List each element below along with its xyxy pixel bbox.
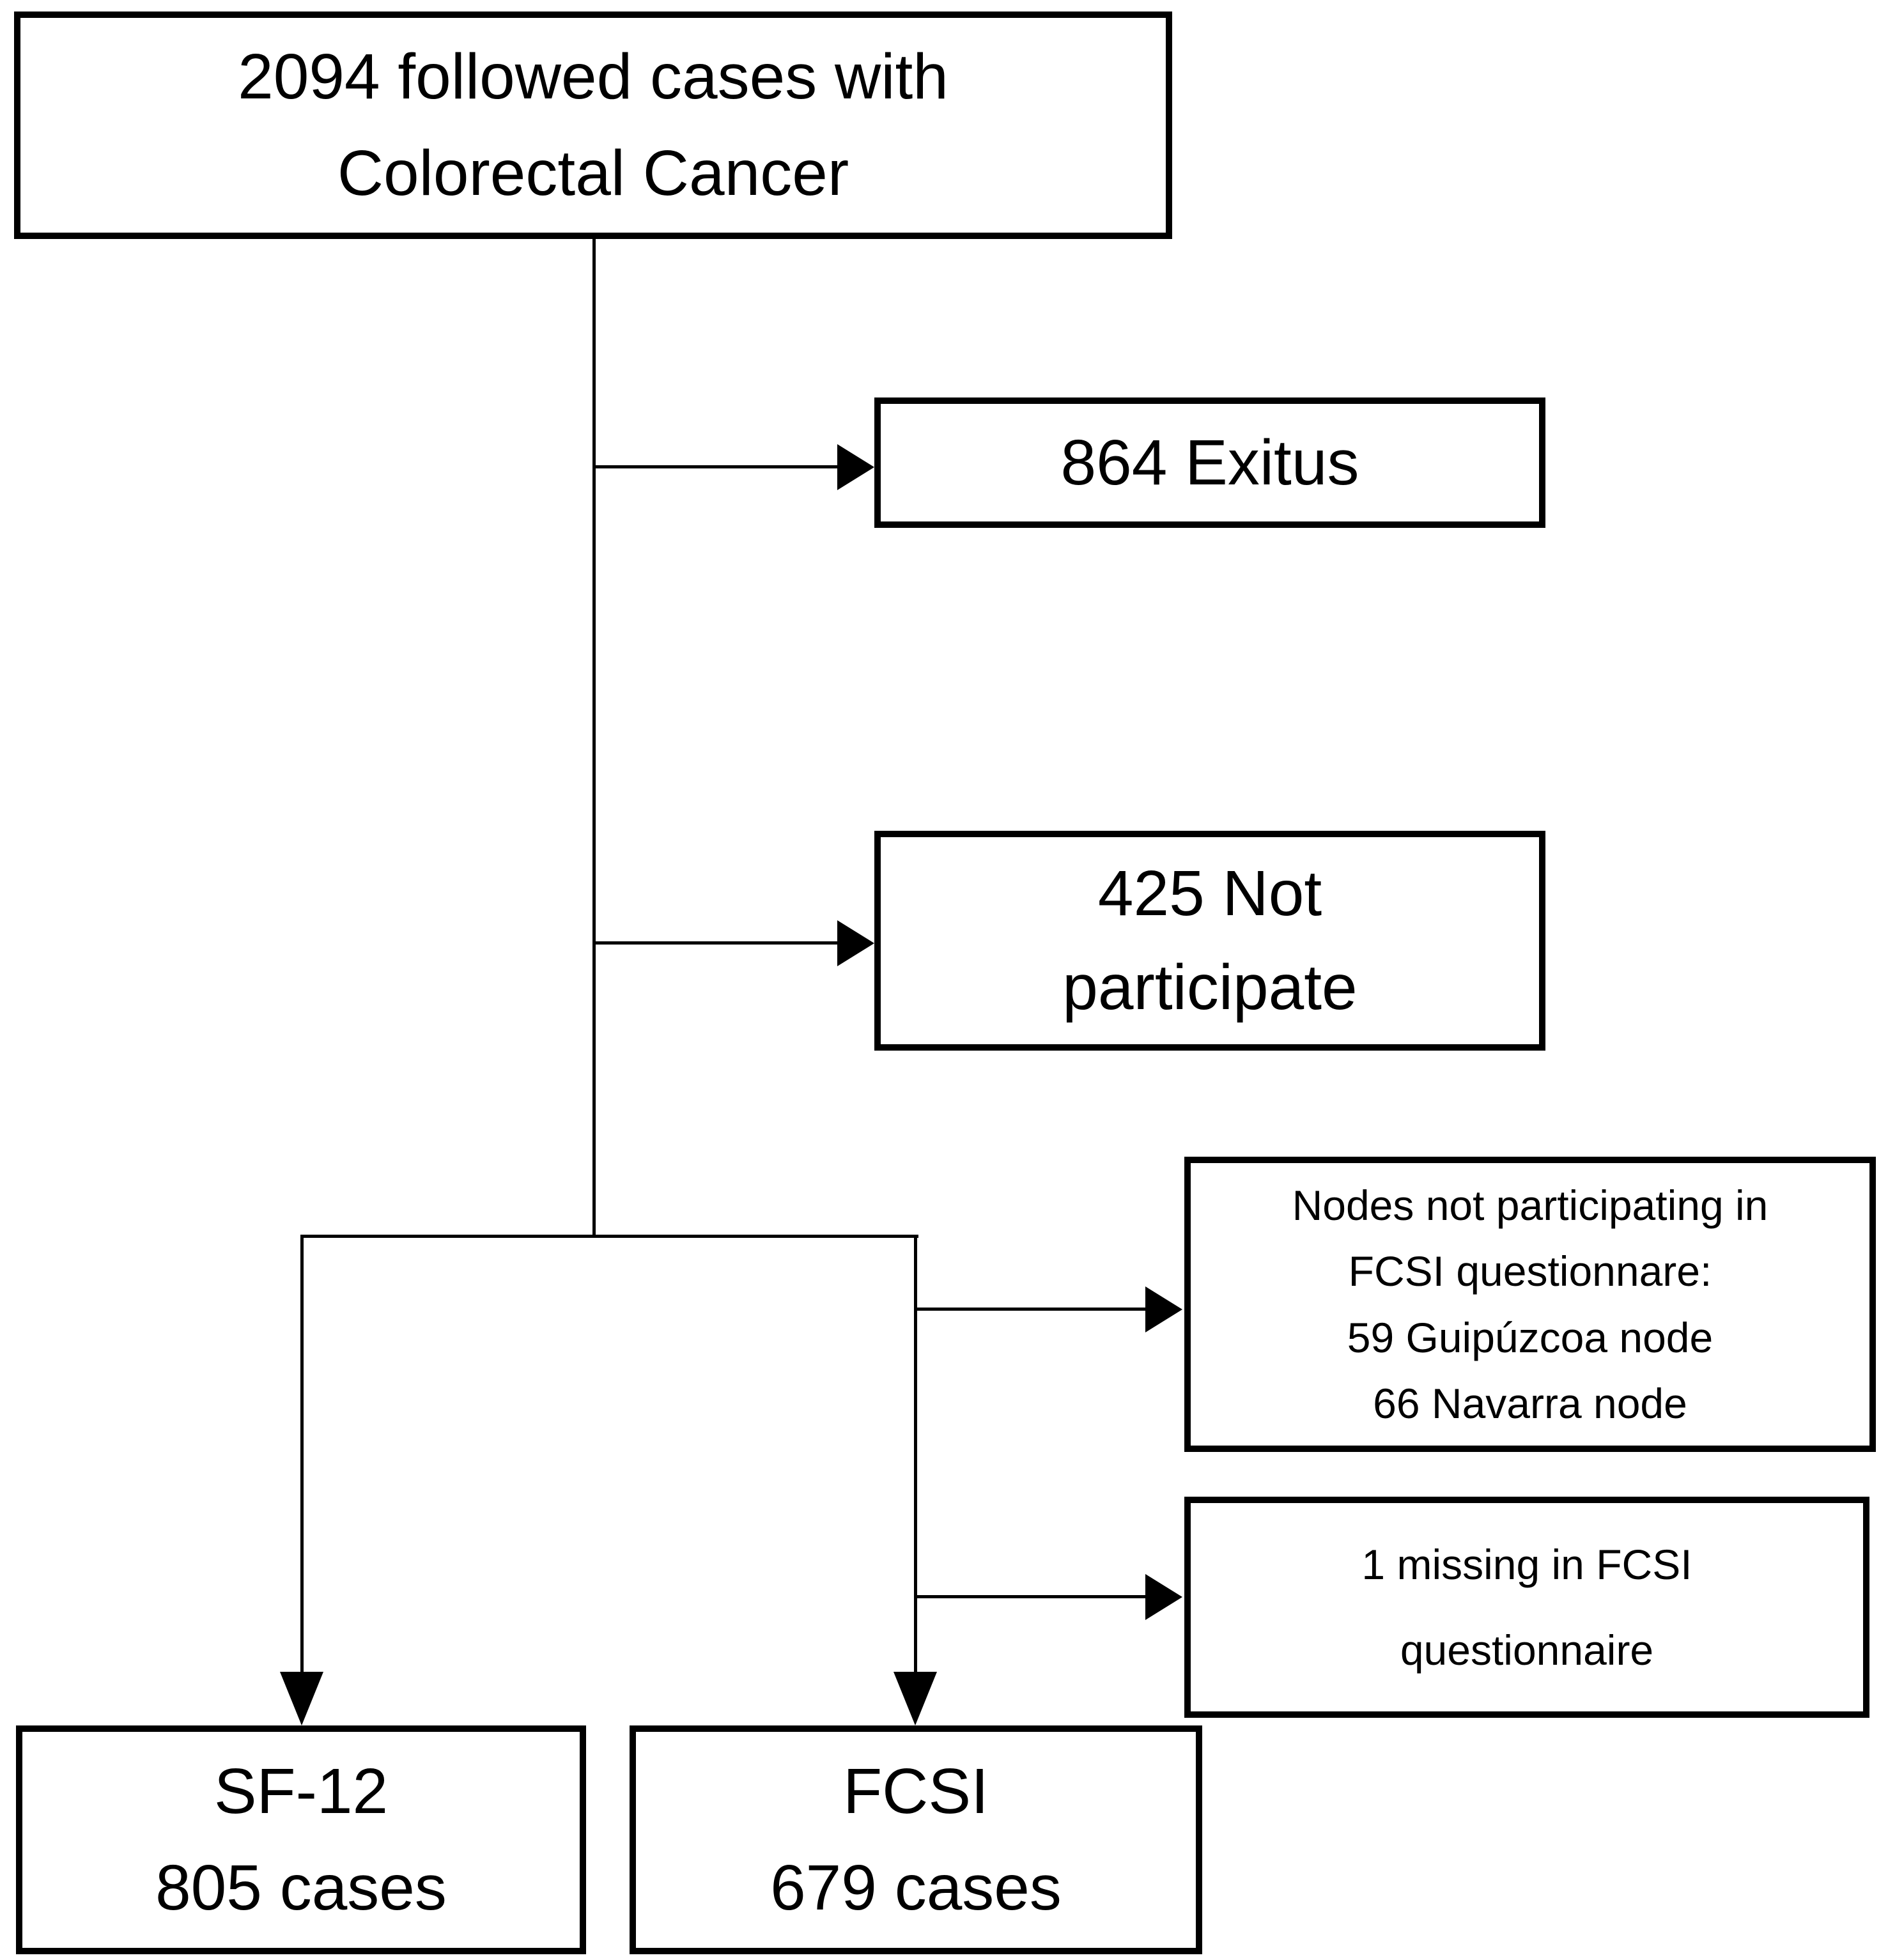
connector-to-exitus — [594, 465, 840, 468]
top-box-followed-cases: 2094 followed cases with Colorectal Canc… — [14, 12, 1172, 239]
connector-to-not-participate — [594, 941, 840, 945]
arrowhead-down-sf12-icon — [280, 1672, 323, 1725]
exitus-box-text: 864 Exitus — [1060, 426, 1359, 498]
missing-fcsi-box: 1 missing in FCSI questionnaire — [1184, 1497, 1869, 1718]
missing-box-text-line1: 1 missing in FCSI — [1361, 1541, 1692, 1588]
not-participate-text-line2: participate — [1062, 951, 1358, 1023]
sf12-box-text-line2: 805 cases — [155, 1852, 447, 1924]
nodes-box-text-line4: 66 Navarra node — [1373, 1380, 1687, 1428]
connector-left-branch — [300, 1235, 304, 1674]
nodes-box-text-line1: Nodes not participating in — [1292, 1181, 1768, 1229]
exitus-box: 864 Exitus — [874, 397, 1545, 528]
arrowhead-down-fcsi-icon — [894, 1672, 937, 1725]
sf12-box-text-line1: SF-12 — [213, 1756, 389, 1827]
arrowhead-right-not-participate-icon — [837, 920, 874, 966]
connector-right-branch — [914, 1235, 917, 1674]
nodes-box-text-line2: FCSI questionnare: — [1348, 1247, 1712, 1295]
not-participate-box: 425 Not participate — [874, 831, 1545, 1051]
nodes-box-text-line3: 59 Guipúzcoa node — [1347, 1313, 1714, 1361]
connector-to-nodes-box — [915, 1308, 1147, 1311]
connector-main-vertical — [592, 239, 596, 1236]
sf12-result-box: SF-12 805 cases — [16, 1725, 586, 1954]
not-participate-text-line1: 425 Not — [1097, 858, 1322, 930]
fcsi-result-box: FCSI 679 cases — [630, 1725, 1202, 1954]
connector-to-missing-box — [915, 1595, 1147, 1598]
missing-box-text-line2: questionnaire — [1400, 1626, 1654, 1674]
arrowhead-right-nodes-icon — [1145, 1286, 1182, 1332]
nodes-not-participating-box: Nodes not participating in FCSI question… — [1184, 1157, 1876, 1452]
connector-t-split — [302, 1235, 918, 1238]
arrowhead-right-exitus-icon — [837, 444, 874, 490]
top-box-text-line1: 2094 followed cases with — [238, 41, 948, 113]
top-box-text-line2: Colorectal Cancer — [337, 137, 849, 209]
fcsi-box-text-line1: FCSI — [843, 1756, 989, 1827]
fcsi-box-text-line2: 679 cases — [770, 1852, 1062, 1924]
arrowhead-right-missing-icon — [1145, 1574, 1182, 1620]
